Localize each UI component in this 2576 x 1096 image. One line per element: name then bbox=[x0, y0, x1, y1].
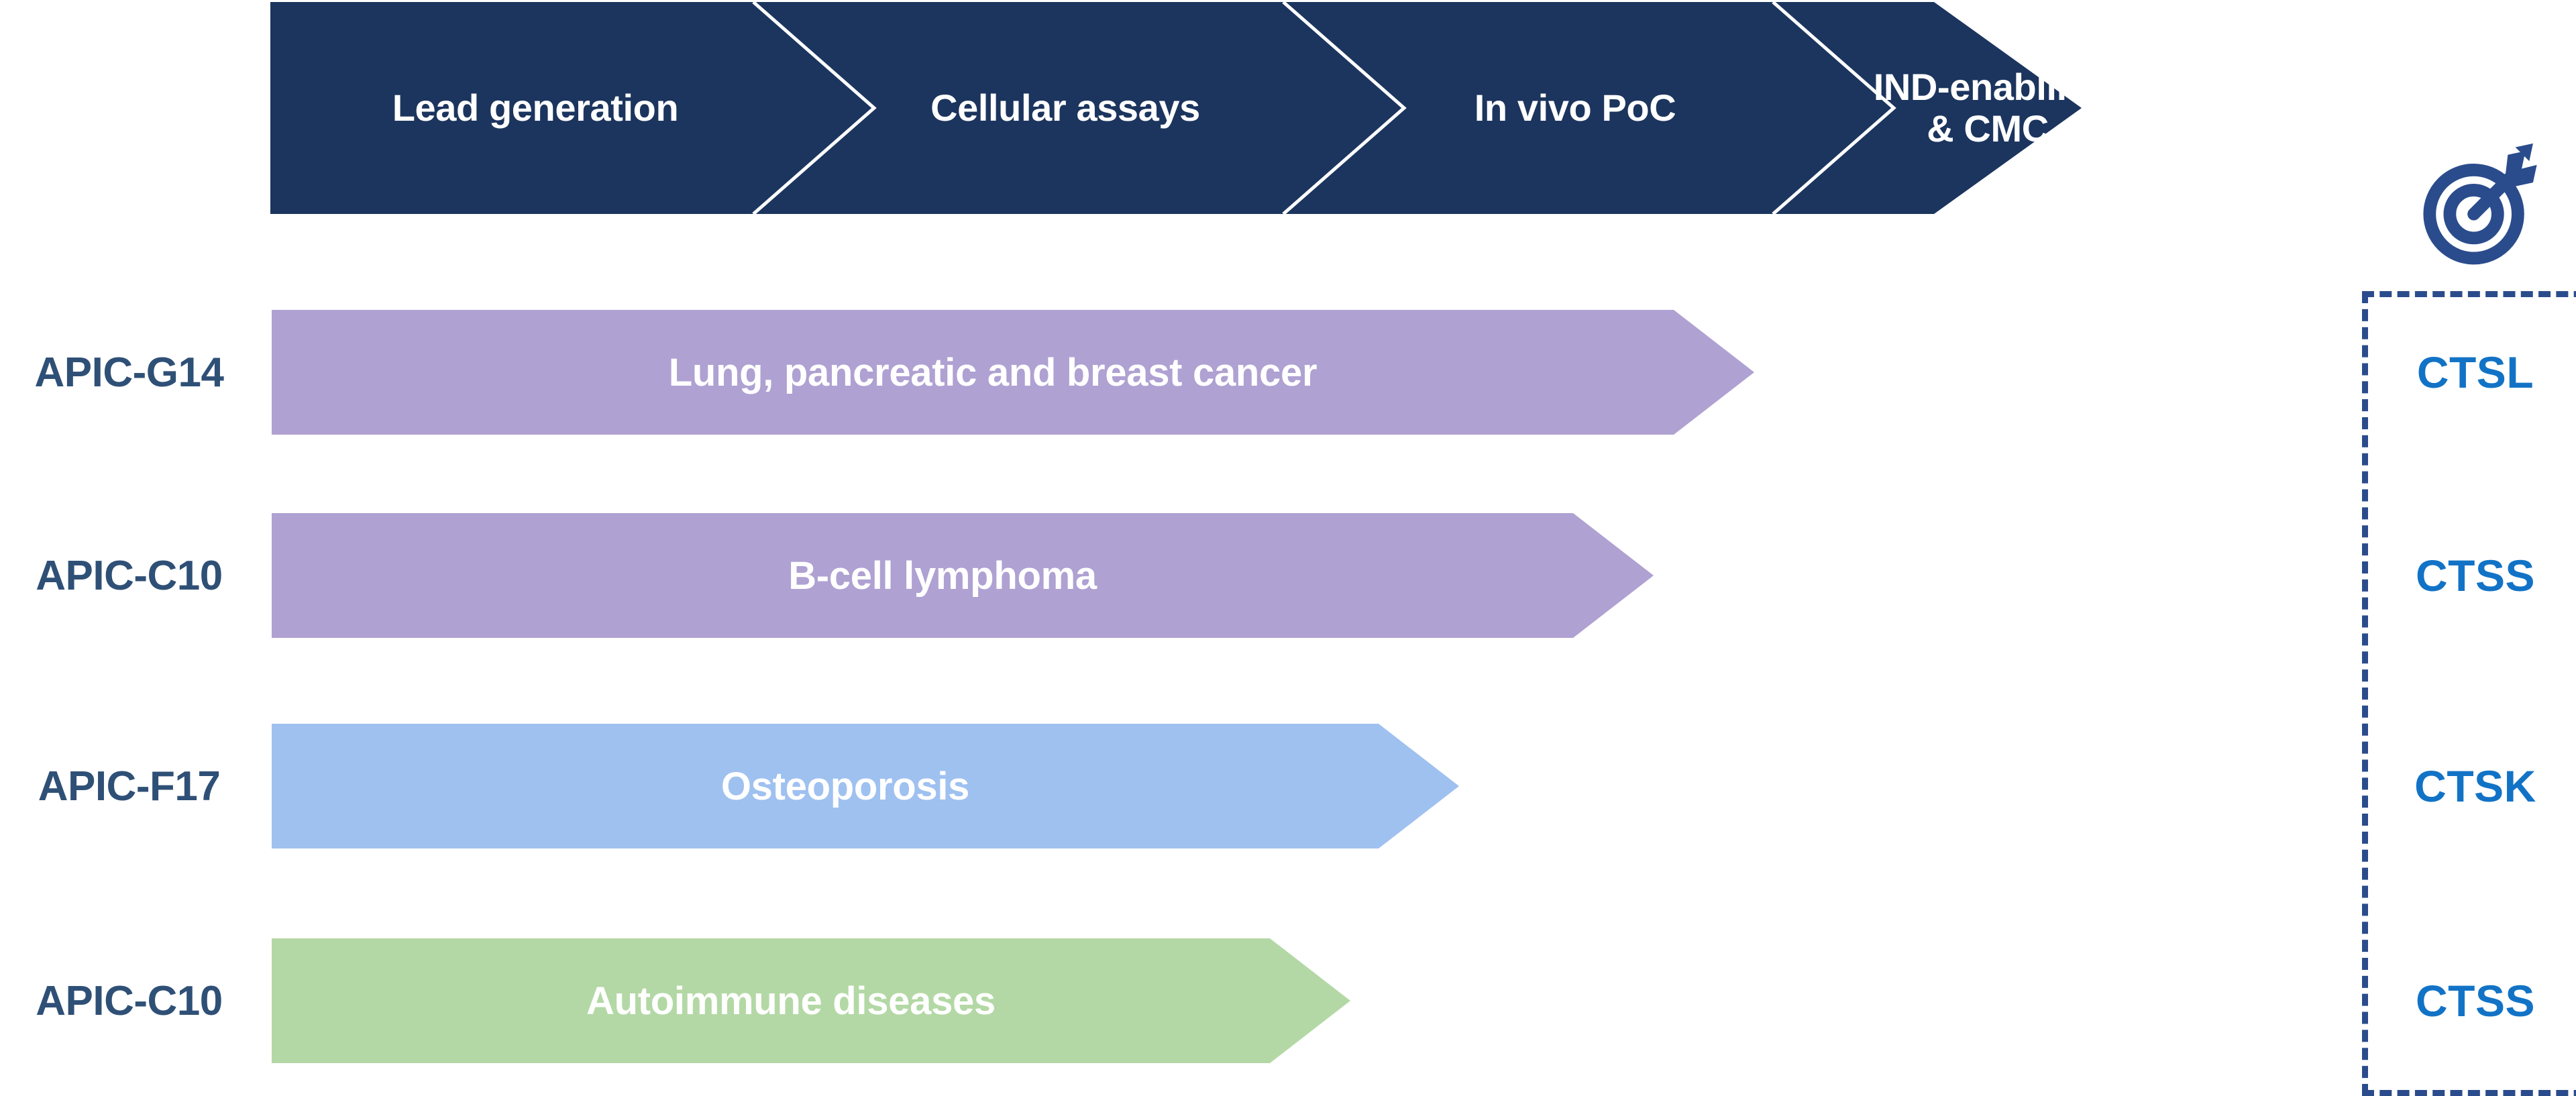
indication-label: Lung, pancreatic and breast cancer bbox=[668, 350, 1318, 394]
program-row: APIC-C10 B-cell lymphoma bbox=[0, 508, 2576, 643]
phase-band-fill bbox=[270, 2, 2082, 214]
program-row: APIC-G14 Lung, pancreatic and breast can… bbox=[0, 305, 2576, 439]
program-code: APIC-C10 bbox=[36, 552, 223, 599]
program-row: APIC-F17 Osteoporosis bbox=[0, 719, 2576, 853]
indication-label: Autoimmune diseases bbox=[586, 979, 996, 1023]
program-code: APIC-F17 bbox=[38, 763, 221, 810]
progress-bar-shape bbox=[272, 724, 1459, 848]
phase-band-shape bbox=[270, 2, 2082, 214]
target-bullseye-arrow-icon bbox=[2416, 142, 2544, 268]
phase-label-ind-enabling-cmc: IND-enabling & CMC bbox=[1873, 66, 2102, 150]
phase-label-lead-generation: Lead generation bbox=[392, 87, 679, 129]
program-row: APIC-C10 Autoimmune diseases bbox=[0, 934, 2576, 1068]
progress-bar-arrow[interactable]: B-cell lymphoma bbox=[272, 513, 1654, 638]
indication-label: Osteoporosis bbox=[720, 764, 970, 808]
phase-header-band: Lead generation Cellular assays In vivo … bbox=[270, 2, 2102, 214]
phase-label-cellular-assays: Cellular assays bbox=[930, 87, 1200, 129]
target-icon-svg bbox=[2423, 143, 2537, 265]
target-label-ctsl: CTSL bbox=[2416, 347, 2534, 397]
phase-label-in-vivo-poc: In vivo PoC bbox=[1474, 87, 1676, 129]
program-code: APIC-G14 bbox=[34, 349, 224, 396]
progress-bar-shape bbox=[272, 513, 1654, 638]
indication-label: B-cell lymphoma bbox=[788, 553, 1097, 598]
target-label-ctss-1: CTSS bbox=[2415, 551, 2536, 600]
target-label-ctss-2: CTSS bbox=[2415, 976, 2536, 1026]
progress-bar-arrow[interactable]: Autoimmune diseases bbox=[272, 938, 1350, 1063]
program-code: APIC-C10 bbox=[36, 977, 223, 1024]
chevron-divider-2 bbox=[1282, 2, 1407, 214]
chevron-divider-3 bbox=[1772, 2, 1896, 214]
progress-bar-shape bbox=[272, 310, 1754, 435]
chevron-divider-1 bbox=[752, 2, 877, 214]
progress-bar-arrow[interactable]: Osteoporosis bbox=[272, 724, 1459, 848]
target-label-ctsk: CTSK bbox=[2414, 761, 2536, 811]
progress-bar-shape bbox=[272, 938, 1350, 1063]
progress-bar-arrow[interactable]: Lung, pancreatic and breast cancer bbox=[272, 310, 1754, 435]
